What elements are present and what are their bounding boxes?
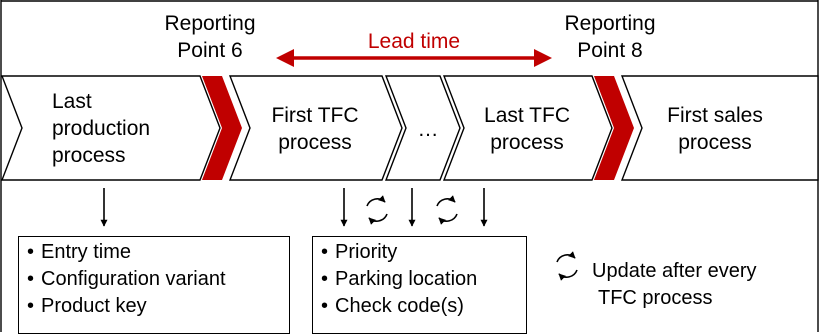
list-item: Product key — [27, 293, 289, 320]
process-line: process — [52, 144, 126, 167]
reporting-point-6-line-2: Point 6 — [177, 39, 243, 62]
list-item: Check code(s) — [321, 293, 526, 320]
chevron-ellipsis — [384, 75, 461, 181]
chevron-last-production — [0, 75, 221, 181]
process-label-ellipsis: … — [408, 116, 448, 143]
legend-cycle-arrows-icon — [556, 251, 578, 281]
tfc-attributes-box: Priority Parking location Check code(s) — [312, 236, 527, 334]
reporting-point-6-label: Reporting Point 6 — [150, 10, 270, 64]
process-line: process — [678, 131, 752, 154]
production-attributes-list: Entry time Configuration variant Product… — [27, 239, 289, 320]
production-attributes-box: Entry time Configuration variant Product… — [18, 236, 290, 334]
reporting-point-6-line-1: Reporting — [164, 12, 256, 35]
process-line: Last TFC — [484, 104, 570, 127]
process-line: production — [52, 117, 151, 140]
reporting-point-8-line-1: Reporting — [564, 12, 656, 35]
process-line: First sales — [667, 104, 763, 127]
process-label-last-production: Last production process — [30, 88, 180, 169]
process-line: process — [490, 131, 564, 154]
list-item: Configuration variant — [27, 266, 289, 293]
tfc-attributes-list: Priority Parking location Check code(s) — [321, 239, 526, 320]
process-line: Last — [52, 90, 92, 113]
process-line: process — [278, 131, 352, 154]
process-label-last-tfc: Last TFC process — [462, 102, 592, 156]
cycle-arrows-icon — [436, 195, 458, 225]
reporting-point-8-label: Reporting Point 8 — [550, 10, 670, 64]
lead-time-arrow-left-head — [276, 49, 294, 67]
chevron-first-sales — [620, 75, 819, 181]
lead-time-label: Lead time — [367, 30, 461, 53]
list-item: Parking location — [321, 266, 526, 293]
process-label-first-sales: First sales process — [640, 102, 790, 156]
legend-line-2: TFC process — [598, 287, 713, 309]
cycle-arrows-icon — [366, 195, 388, 225]
reporting-point-6-marker — [202, 76, 242, 180]
process-line: … — [417, 118, 439, 141]
lead-time-arrow-right-head — [534, 49, 552, 67]
process-label-first-tfc: First TFC process — [250, 102, 380, 156]
legend-text: Update after every TFC process — [584, 258, 814, 312]
reporting-point-8-marker — [594, 76, 634, 180]
list-item: Entry time — [27, 239, 289, 266]
process-line: First TFC — [271, 104, 359, 127]
legend-line-1: Update after every — [592, 260, 757, 282]
chevron-last-tfc — [442, 75, 613, 181]
chevron-first-tfc — [228, 75, 403, 181]
list-item: Priority — [321, 239, 526, 266]
reporting-point-8-line-2: Point 8 — [577, 39, 643, 62]
